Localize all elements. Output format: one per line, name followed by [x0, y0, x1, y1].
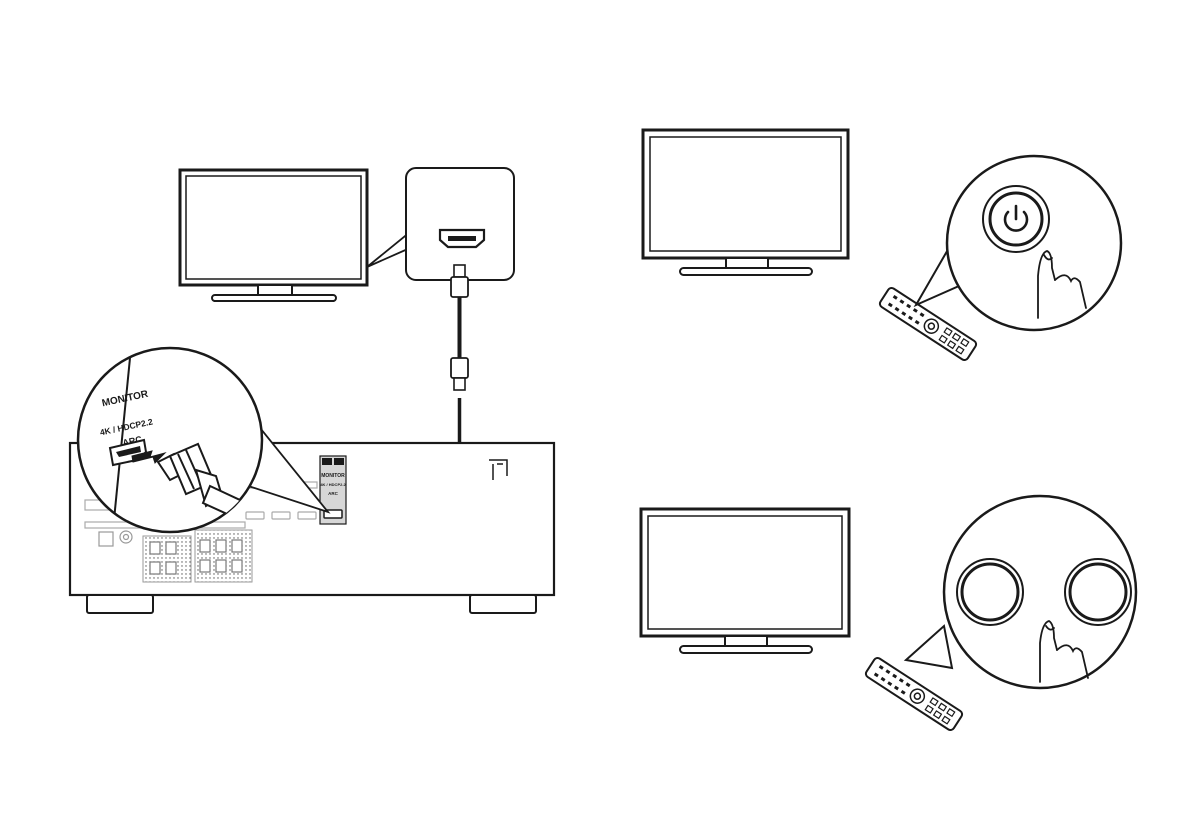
tv-left — [180, 170, 367, 301]
panel-monitor-label: MONITOR — [321, 473, 345, 479]
receiver-monitor-panel: MONITOR 4K / HDCP2.2 ARC — [320, 456, 346, 524]
panel-hdcp-label: 4K / HDCP2.2 — [320, 482, 346, 487]
tv-bottom-right — [641, 509, 849, 653]
input-button-right — [1065, 559, 1131, 625]
power-button-callout — [916, 156, 1121, 330]
panel-arc-label: ARC — [328, 491, 338, 496]
power-button — [983, 186, 1049, 252]
tv-hdmi-port-callout — [367, 168, 514, 280]
tv-hdmi-port-icon — [440, 230, 484, 247]
input-buttons-callout — [906, 496, 1136, 688]
input-button-left — [957, 559, 1023, 625]
tv-top-right — [643, 130, 848, 275]
